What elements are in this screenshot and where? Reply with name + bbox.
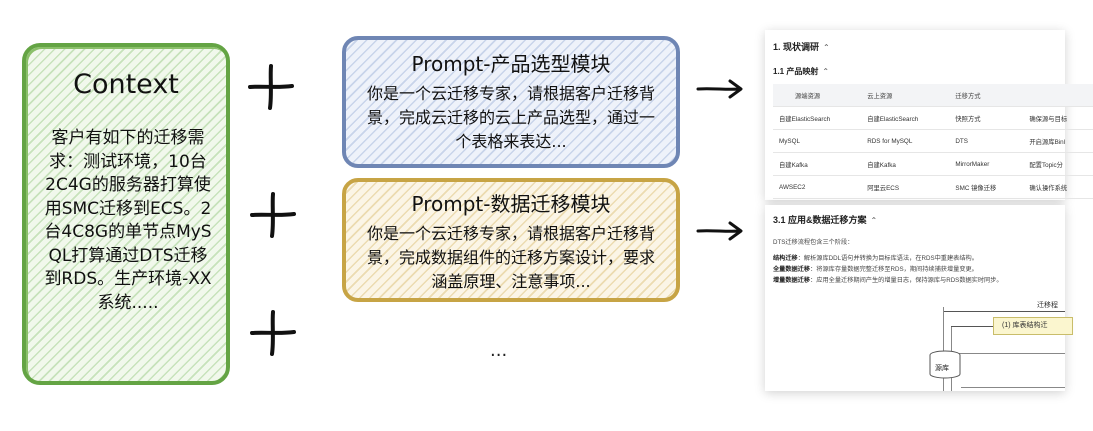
product-mapping-table: 源端资源 云上资源 迁移方式 自建ElasticSearch 自建Elastic… <box>773 84 1093 199</box>
product-mapping-document: 1. 现状调研⌃ 1.1 产品映射⌃ 源端资源 云上资源 迁移方式 自建Elas… <box>765 30 1093 200</box>
flow-arrow-line <box>951 353 1065 354</box>
plus-icon <box>248 64 294 110</box>
table-header: 云上资源 <box>861 84 950 107</box>
table-header: 源端资源 <box>773 84 862 107</box>
table-row: 自建ElasticSearch 自建ElasticSearch 快照方式 确保源… <box>773 106 1093 130</box>
context-title: Context <box>73 69 179 100</box>
table-cell: RDS for MySQL <box>861 129 950 153</box>
database-icon <box>929 350 961 379</box>
table-row: 自建Kafka 自建Kafka MirrorMaker 配置Topic分 <box>773 152 1093 176</box>
table-cell: 开启源库Binl <box>1023 129 1093 153</box>
flow-step-box: (1) 库表结构迁 <box>993 317 1073 335</box>
table-cell: 确保源与目标 <box>1023 106 1093 130</box>
source-db-label: 源库 <box>935 365 949 372</box>
prompt-migration-title: Prompt-数据迁移模块 <box>411 192 611 216</box>
prompt-migration-card: Prompt-数据迁移模块 你是一个云迁移专家，请根据客户迁移背景，完成数据组件… <box>342 178 680 302</box>
flow-arrow-line <box>943 311 1065 312</box>
plus-icon <box>250 310 296 356</box>
table-cell: 配置Topic分 <box>1023 152 1093 176</box>
plus-icon <box>250 192 296 238</box>
table-cell: 自建ElasticSearch <box>773 106 862 130</box>
chevron-up-icon: ⌃ <box>870 216 878 225</box>
prompt-product-card: Prompt-产品选型模块 你是一个云迁移专家，请根据客户迁移背景，完成云迁移的… <box>342 36 680 168</box>
table-cell: 自建Kafka <box>861 152 950 176</box>
table-cell: 阿里云ECS <box>861 175 950 199</box>
table-cell: 自建ElasticSearch <box>861 106 950 130</box>
prompt-migration-body: 你是一个云迁移专家，请根据客户迁移背景，完成数据组件的迁移方案设计，要求涵盖原理… <box>366 224 655 291</box>
arrow-right-icon <box>696 79 743 99</box>
table-cell: MySQL <box>773 129 862 153</box>
table-cell: 快照方式 <box>949 106 1024 130</box>
table-header-row: 源端资源 云上资源 迁移方式 <box>773 84 1093 107</box>
flow-arrow-line <box>951 326 993 327</box>
table-cell: MirrorMaker <box>949 152 1024 176</box>
doc-heading: 1. 现状调研⌃ <box>773 42 830 52</box>
table-row: AWSEC2 阿里云ECS SMC 镜像迁移 确认操作系统 <box>773 175 1093 199</box>
table-cell: 确认操作系统 <box>1023 175 1093 199</box>
table-cell: DTS <box>949 129 1024 153</box>
doc-step: 结构迁移：解析源库DDL语句并转换为目标库语法，在RDS中重建表结构。 <box>773 255 978 262</box>
doc-step: 增量数据迁移：应用全量迁移期间产生的增量日志，保持源库与RDS数据实时同步。 <box>773 277 1003 284</box>
chevron-up-icon: ⌃ <box>823 43 830 52</box>
doc-subheading: 1.1 产品映射⌃ <box>773 67 830 76</box>
lifeline <box>943 307 944 391</box>
table-header: 迁移方式 <box>949 84 1024 107</box>
table-cell: AWSEC2 <box>773 175 862 199</box>
arrow-right-icon <box>696 221 743 241</box>
more-prompts-ellipsis: ... <box>490 340 508 361</box>
prompt-product-title: Prompt-产品选型模块 <box>411 52 611 76</box>
table-cell: SMC 镜像迁移 <box>949 175 1024 199</box>
doc-heading: 3.1 应用&数据迁移方案⌃ <box>773 215 878 225</box>
doc-step: 全量数据迁移：将源库存量数据完整迁移至RDS，期间持续捕获增量变更。 <box>773 266 978 273</box>
migration-plan-document: 3.1 应用&数据迁移方案⌃ DTS迁移流程包含三个阶段： 结构迁移：解析源库D… <box>765 205 1073 391</box>
flow-arrow-line <box>961 387 1065 388</box>
table-cell: 自建Kafka <box>773 152 862 176</box>
flow-label: 迁移程 <box>1037 302 1058 309</box>
table-row: MySQL RDS for MySQL DTS 开启源库Binl <box>773 129 1093 153</box>
context-body: 客户有如下的迁移需求：测试环境，10台 2C4G的服务器打算使用SMC迁移到EC… <box>44 128 212 313</box>
prompt-product-body: 你是一个云迁移专家，请根据客户迁移背景，完成云迁移的云上产品选型，通过一个表格来… <box>366 84 655 151</box>
chevron-up-icon: ⌃ <box>822 67 830 76</box>
context-card: Context 客户有如下的迁移需求：测试环境，10台 2C4G的服务器打算使用… <box>22 43 230 385</box>
table-header <box>1023 84 1093 107</box>
doc-intro: DTS迁移流程包含三个阶段： <box>773 239 854 246</box>
